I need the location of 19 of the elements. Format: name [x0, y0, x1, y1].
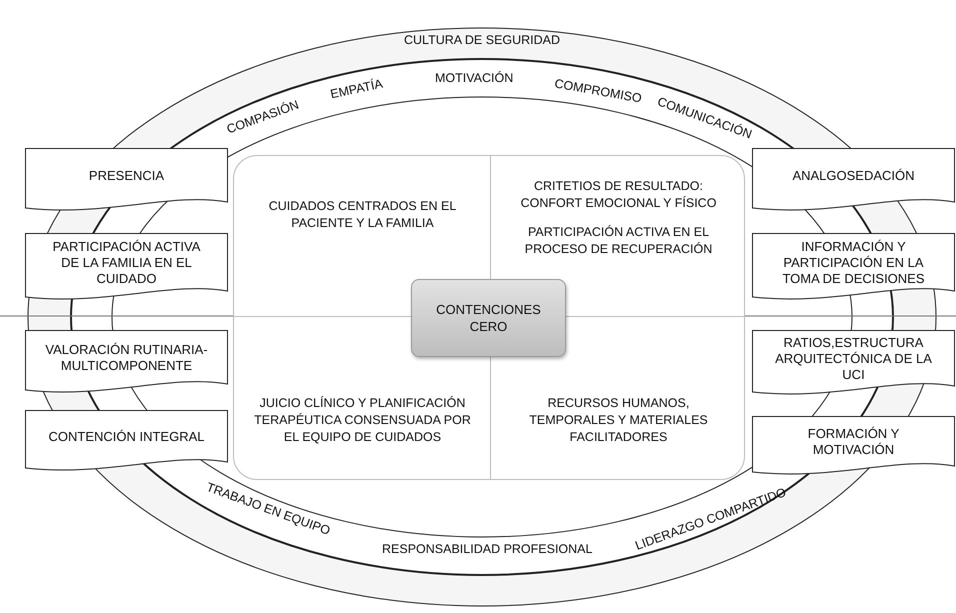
- quadrant-text: CRITETIOS DE RESULTADO: CONFORT EMOCIONAL Y FÍSICO: [520, 178, 718, 212]
- box-text: VALORACIÓN RUTINARIA-MULTICOMPONENTE: [44, 342, 209, 374]
- ring-label: CULTURA DE SEGURIDAD: [404, 33, 560, 47]
- quadrant-text: RECURSOS HUMANOS, TEMPORALES Y MATERIALES FACILITADORES: [528, 395, 709, 446]
- ring-label: RESPONSABILIDAD PROFESIONAL: [382, 542, 592, 556]
- box-text: ANALGOSEDACIÓN: [792, 168, 915, 184]
- quadrant-panel: [233, 155, 745, 480]
- quadrant-text: PARTICIPACIÓN ACTIVA EN EL PROCESO DE RECUPERACIÓN: [524, 224, 714, 258]
- box-text: PARTICIPACIÓN ACTIVA DE LA FAMILIA EN EL CUIDADO: [52, 239, 202, 287]
- box-text: RATIOS,ESTRUCTURA ARQUITECTÓNICA DE LA UCI: [774, 335, 933, 383]
- center-box: CONTENCIONES CERO: [411, 279, 566, 357]
- quadrant-text: JUICIO CLÍNICO Y PLANIFICACIÓN TERAPÉUTICA CONSENSUADA POR EL EQUIPO DE CUIDADOS: [253, 395, 472, 446]
- ring-label: MOTIVACIÓN: [435, 71, 514, 85]
- box-text: FORMACIÓN Y MOTIVACIÓN: [806, 426, 900, 458]
- ring-label: EMPATÍA: [328, 76, 384, 102]
- box-text: PRESENCIA: [88, 168, 164, 184]
- quadrant-text: CUIDADOS CENTRADOS EN EL PACIENTE Y LA FAMILIA: [268, 198, 458, 232]
- box-text: INFORMACIÓN Y PARTICIPACIÓN EN LA TOMA DE DECISIONES: [781, 239, 926, 287]
- box-text: CONTENCIÓN INTEGRAL: [48, 429, 204, 445]
